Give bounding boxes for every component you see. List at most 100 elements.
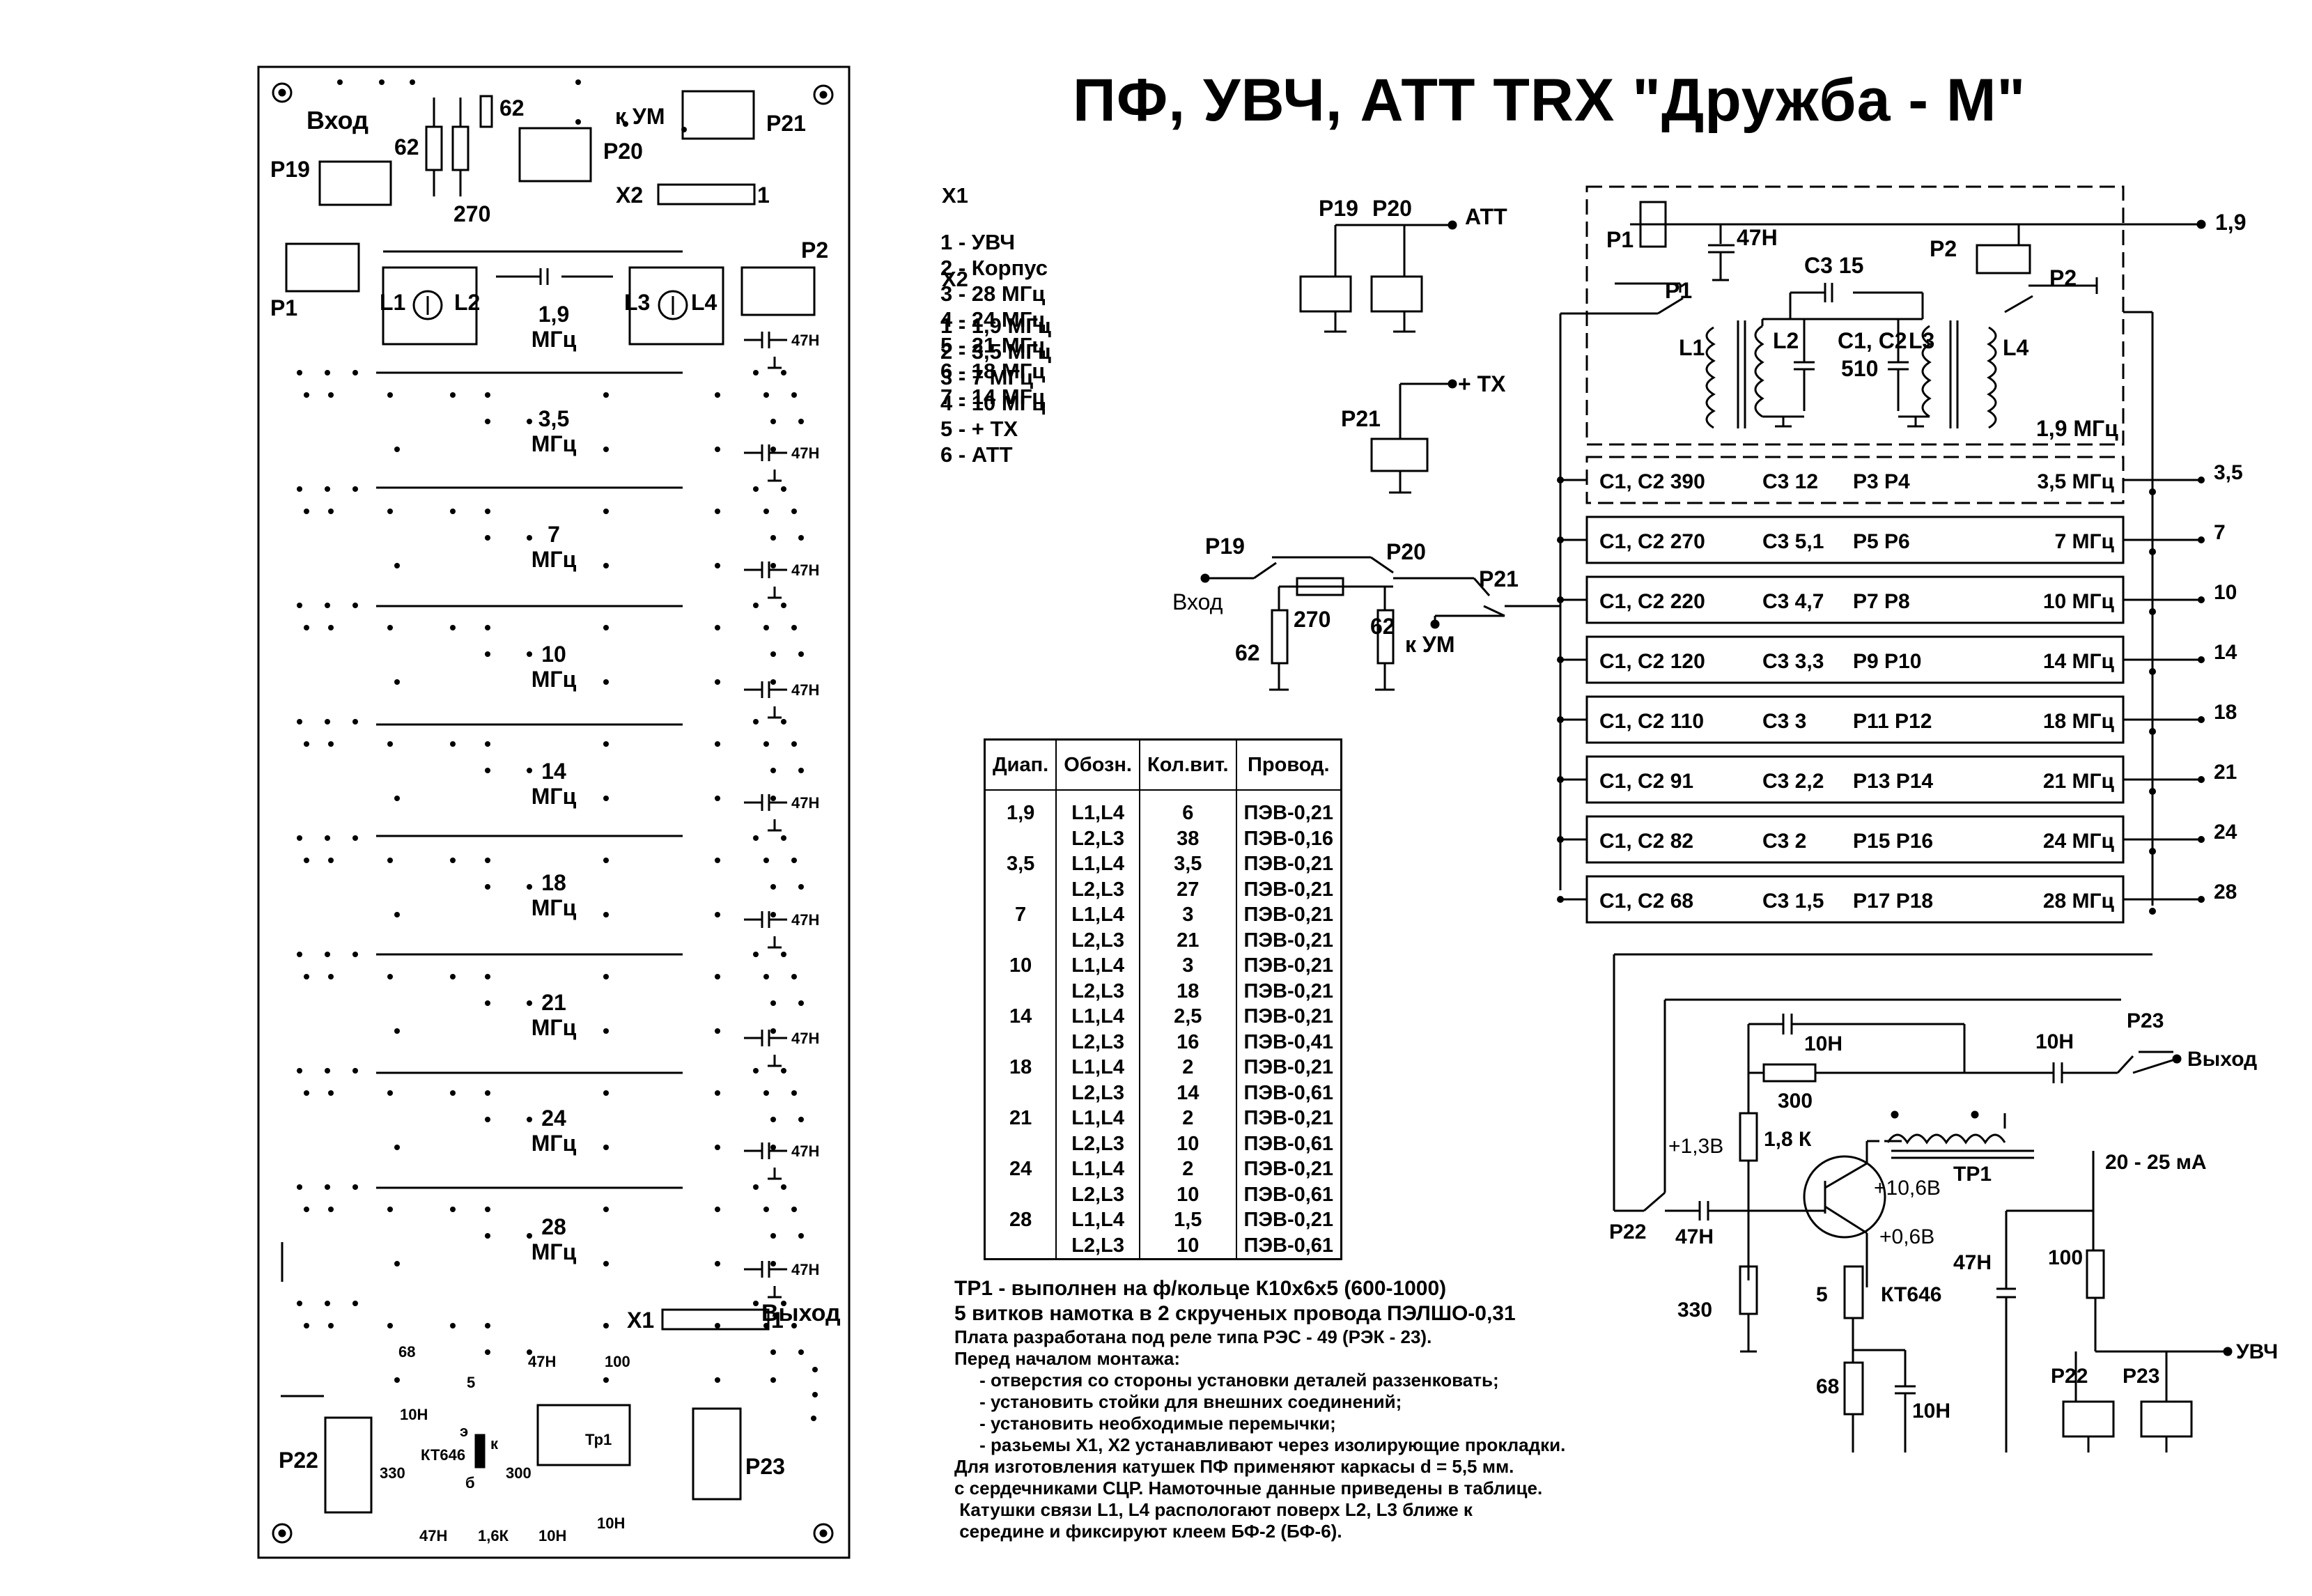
pcb-pad: [325, 370, 330, 375]
board-label-kt646: КТ646: [421, 1446, 465, 1464]
pcb-pad: [352, 719, 358, 725]
note-line: середине и фиксируют клеем БФ-2 (БФ-6).: [954, 1521, 1342, 1542]
top-label-att: АТТ: [1465, 204, 1507, 229]
pcb-pad: [337, 79, 343, 85]
board-label-c68: 68: [398, 1343, 415, 1361]
board-cap-label: 47Н: [791, 1261, 819, 1278]
pcb-pad: [781, 1184, 786, 1190]
pcb-pad: [603, 392, 609, 398]
pcb-pad: [770, 535, 776, 541]
board-label-l1: L1: [380, 290, 405, 315]
board-bypass-cap-symbol: [744, 1142, 787, 1180]
board-label-p2: P2: [801, 238, 828, 263]
pcb-pad: [791, 1207, 797, 1212]
pcb-pad: [715, 679, 720, 685]
top-label-p1-b: P1: [1665, 278, 1692, 303]
pcb-pad: [603, 563, 609, 568]
pcb-pad: [394, 563, 400, 568]
band-box-right-node: [2198, 477, 2205, 483]
pcb-pad: [450, 974, 456, 979]
board-bypass-cap-symbol: [744, 444, 787, 482]
top-label-l1: L1: [1679, 335, 1705, 360]
x2-item: 3 - 7 МГц: [940, 365, 1034, 389]
pcb-pad: [781, 719, 786, 725]
pcb-pad: [527, 1117, 532, 1122]
x2-item: 4 - 10 МГц: [940, 391, 1046, 415]
pcb-pad: [770, 419, 776, 424]
board-connector-x1: [661, 1308, 770, 1331]
winding-table-cell: [984, 826, 1057, 851]
x2-header: X2: [942, 267, 968, 291]
pcb-pad: [325, 835, 330, 841]
winding-table-cell: L2,L3: [1056, 978, 1140, 1004]
band-box-bus-node: [2149, 488, 2156, 495]
band-c1c2-label: С1, С2 120: [1599, 650, 1705, 673]
winding-table-cell: 10: [984, 953, 1057, 979]
winding-table-cell: ПЭВ-0,21: [1236, 1207, 1342, 1233]
winding-table-cell: L1,L4: [1056, 1156, 1140, 1182]
note-line: Перед началом монтажа:: [954, 1348, 1180, 1369]
pcb-pad: [394, 1028, 400, 1034]
board-bypass-cap-symbol: [744, 332, 787, 369]
band-box-right-node: [2198, 536, 2205, 543]
pcb-pad: [387, 974, 393, 979]
pcb-pad: [715, 974, 720, 979]
pcb-pad: [304, 625, 309, 630]
board-label-r330: 330: [380, 1464, 405, 1482]
pcb-pad: [770, 1233, 776, 1239]
x1-item: 6 - 18 МГц: [940, 359, 1046, 383]
board-label-l3: L3: [624, 290, 650, 315]
x1-item: 4 - 24 МГц: [940, 307, 1046, 332]
pcb-pad: [297, 370, 302, 375]
board-label-p23: P23: [745, 1454, 785, 1479]
pcb-pad: [304, 741, 309, 747]
winding-table-cell: ПЭВ-0,21: [1236, 927, 1342, 953]
pcb-pad: [527, 1000, 532, 1006]
band-relays-label: P11 P12: [1853, 710, 1932, 733]
pcb-pad: [450, 1207, 456, 1212]
band-output-label: 24: [2214, 821, 2237, 844]
band-box-bus-node: [2149, 848, 2156, 855]
pcb-pad: [753, 1068, 759, 1074]
board-label-r100: 100: [605, 1353, 630, 1370]
pcb-pad: [770, 912, 776, 917]
pcb-pad: [352, 1068, 358, 1074]
pcb-pad: [304, 858, 309, 863]
winding-table-header-cell: Провод.: [1236, 739, 1342, 791]
pcb-pad: [485, 1349, 490, 1355]
pcb-pad: [352, 370, 358, 375]
pcb-pad: [753, 835, 759, 841]
board-relay-p20: [518, 127, 592, 183]
winding-table-cell: ПЭВ-0,61: [1236, 1181, 1342, 1207]
band-output-label: 28: [2214, 881, 2237, 904]
pcb-pad: [297, 835, 302, 841]
board-band-unit: МГц: [532, 1131, 577, 1156]
band-c1c2-label: С1, С2 68: [1599, 890, 1693, 913]
pcb-pad: [753, 486, 759, 492]
x1-item: 1 - УВЧ: [940, 230, 1016, 254]
pcb-pad: [770, 1349, 776, 1355]
pcb-pad: [770, 1000, 776, 1006]
winding-table-cell: 28: [984, 1207, 1057, 1233]
top-label-vhod: Вход: [1172, 589, 1223, 614]
pcb-pad: [603, 796, 609, 801]
pcb-pad: [485, 884, 490, 890]
band-freq-label: 10 МГц: [2043, 590, 2115, 613]
pcb-pad: [394, 1261, 400, 1266]
note-line: - установить необходимые перемычки;: [954, 1413, 1336, 1434]
pcb-pad: [485, 974, 490, 979]
band-1-9-dashed-box: [1585, 185, 2125, 446]
band-box-bus-node: [2149, 668, 2156, 675]
pcb-pad: [781, 835, 786, 841]
board-label-p20: P20: [603, 139, 643, 164]
pcb-pad: [603, 1377, 609, 1383]
pcb-pad: [781, 370, 786, 375]
amp-label-r5: 5: [1816, 1283, 1828, 1306]
pcb-pad: [770, 768, 776, 773]
board-coil-l1-l2: [382, 266, 478, 346]
winding-table-header: Диап.Обозн.Кол.вит.Провод.: [984, 739, 1342, 791]
winding-table-cell: L1,L4: [1056, 1004, 1140, 1030]
